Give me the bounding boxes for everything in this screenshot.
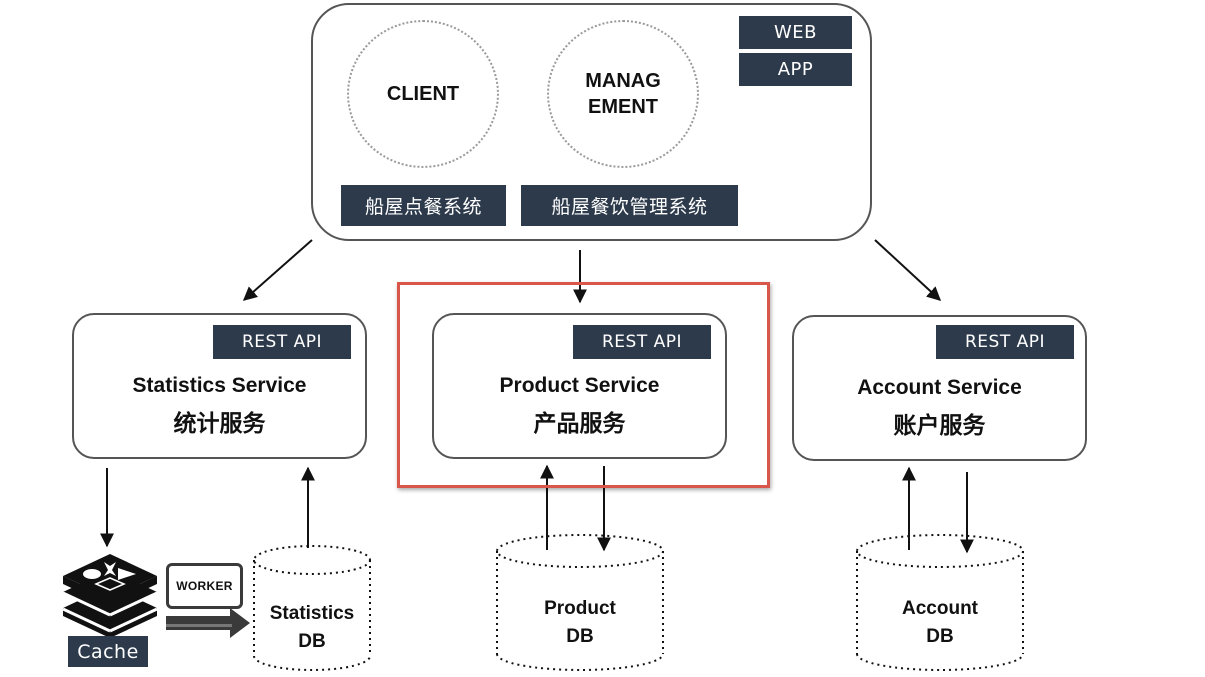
app-tag: APP bbox=[739, 53, 852, 86]
account-db-label-line2: DB bbox=[926, 626, 954, 647]
cache-label: Cache bbox=[68, 636, 148, 667]
product-service-highlight bbox=[397, 282, 770, 488]
product-rest-api-tag: REST API bbox=[573, 325, 711, 359]
product-db-cylinder bbox=[496, 534, 664, 671]
redis-stack-icon bbox=[62, 554, 158, 638]
statistics-db-label-line1: Statistics bbox=[269, 603, 355, 624]
worker-arrow bbox=[166, 608, 250, 638]
client-label: CLIENT bbox=[386, 83, 460, 105]
worker-label: WORKER bbox=[176, 579, 233, 593]
client-circle: CLIENT bbox=[347, 20, 499, 168]
account-db-label: Account DB bbox=[857, 595, 1023, 651]
management-circle: MANAG EMENT bbox=[547, 20, 699, 168]
product-service-title: Product Service bbox=[499, 374, 660, 397]
management-system-tag: 船屋餐饮管理系统 bbox=[521, 185, 738, 226]
account-db-label-line1: Account bbox=[902, 598, 978, 619]
management-label-line2: EMENT bbox=[588, 96, 658, 118]
product-db-label-line1: Product bbox=[544, 598, 616, 619]
account-db-cylinder bbox=[856, 534, 1024, 671]
product-service-title-cn: 产品服务 bbox=[533, 411, 626, 437]
arrow-platform-to-account bbox=[874, 239, 942, 301]
web-tag: WEB bbox=[739, 16, 852, 49]
statistics-db-label-line2: DB bbox=[298, 631, 326, 652]
ordering-system-tag: 船屋点餐系统 bbox=[341, 185, 506, 226]
management-label-line1: MANAG bbox=[585, 70, 661, 92]
product-db-label: Product DB bbox=[497, 595, 663, 651]
product-db-label-line2: DB bbox=[566, 626, 594, 647]
statistics-service-title: Statistics Service bbox=[132, 374, 307, 397]
account-rest-api-tag: REST API bbox=[936, 325, 1074, 359]
statistics-rest-api-tag: REST API bbox=[213, 325, 351, 359]
arrow-platform-to-statistics bbox=[242, 239, 313, 301]
account-service-title-cn: 账户服务 bbox=[893, 413, 986, 439]
worker-box: WORKER bbox=[166, 563, 243, 609]
statistics-db-cylinder bbox=[253, 545, 371, 671]
statistics-service-title-cn: 统计服务 bbox=[173, 411, 266, 437]
statistics-db-label: Statistics DB bbox=[254, 600, 370, 656]
account-service-title: Account Service bbox=[857, 376, 1022, 399]
